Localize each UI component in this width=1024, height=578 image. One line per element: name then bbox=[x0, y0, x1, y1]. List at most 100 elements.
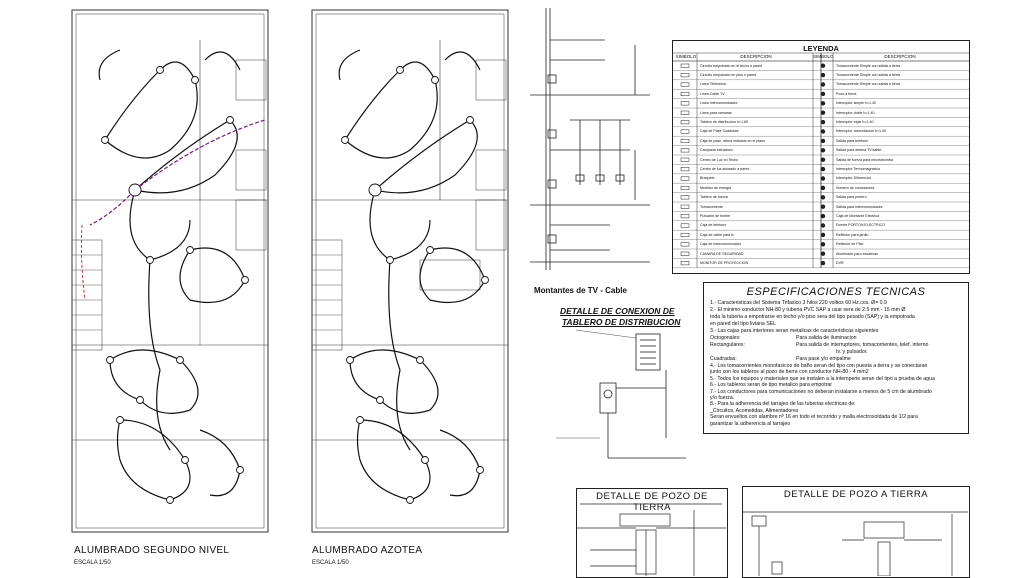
legend-symbol-icon bbox=[680, 157, 690, 162]
legend-symbol-icon bbox=[820, 242, 826, 247]
legend-grid bbox=[673, 52, 969, 268]
legend-row-description: Centro de Luz en Techo bbox=[700, 157, 739, 162]
legend-row-description: Caja de intercomunicador bbox=[700, 242, 741, 247]
legend-symbol-icon bbox=[680, 167, 690, 172]
plan-scale-segundo-nivel: ESCALA 1/50 bbox=[74, 560, 111, 566]
legend-symbol-icon bbox=[680, 63, 690, 68]
legend-row-description: Medidor de energia bbox=[700, 185, 731, 190]
tablero-detail-drawing bbox=[556, 329, 686, 459]
legend-header-description-2: DESCRIPCION bbox=[884, 54, 916, 59]
legend-symbol-icon bbox=[680, 214, 690, 219]
legend-symbol-icon bbox=[820, 101, 826, 106]
legend-symbol-icon bbox=[820, 138, 826, 144]
legend-row-description: Tomacorriente bbox=[700, 204, 723, 209]
spec-line: 8.- Para la adherencia del tarrajeo de l… bbox=[710, 401, 856, 408]
legend-symbol-icon bbox=[680, 204, 690, 209]
pozo-tierra-drawing-1 bbox=[576, 503, 726, 576]
legend-row-description: Linea Telefonica bbox=[700, 82, 726, 87]
legend-symbol-icon bbox=[680, 261, 690, 266]
legend-symbol-icon bbox=[680, 120, 690, 125]
legend-title: LEYENDA bbox=[803, 44, 839, 53]
legend-row-description: Salida para intercomunicador bbox=[836, 204, 883, 209]
legend-symbol-icon bbox=[680, 82, 690, 87]
legend-row-description: Alumbrado para escaleras bbox=[836, 251, 878, 256]
legend-row-description: MONITOR DE PROYECCION bbox=[700, 260, 749, 265]
legend-row-description: Tablero de fuerza bbox=[700, 195, 728, 200]
legend-row-description: Salida de fuerza para electrobomba bbox=[836, 157, 893, 162]
legend-row-description: Salida para antena TV/cable bbox=[836, 148, 882, 153]
tv-cable-riser-diagram bbox=[530, 8, 650, 270]
legend-symbol-icon bbox=[680, 251, 690, 256]
legend-symbol-icon bbox=[820, 166, 826, 172]
legend-row-description: Braquete bbox=[700, 176, 715, 181]
legend-symbol-icon bbox=[680, 242, 690, 247]
spec-line: 2.- El minimo conductor NH-80 y tuberia … bbox=[710, 307, 906, 313]
legend-header-description-1: DESCRIPCION bbox=[740, 54, 772, 59]
legend-symbol-icon bbox=[680, 110, 690, 115]
spec-line: toda la tuberia a empotrarse en techo y/… bbox=[710, 314, 915, 320]
legend-row-description: Interruptor conmutacion h=1.40 bbox=[836, 129, 887, 134]
legend-row-description: Salida para portero bbox=[836, 195, 867, 200]
legend-symbol-icon bbox=[820, 82, 826, 87]
plan-title-azotea: ALUMBRADO AZOTEA bbox=[312, 545, 423, 556]
legend-row-description: Numero de conductores bbox=[836, 185, 875, 190]
legend-row-description: Linea para camaras bbox=[700, 110, 732, 115]
legend-row-description: Caja de Montante Electrica bbox=[836, 213, 880, 218]
legend-symbol-icon bbox=[820, 119, 826, 125]
legend-symbol-icon bbox=[820, 213, 826, 219]
legend-symbol-icon bbox=[820, 91, 826, 97]
spec-octogonales-label: Octogonales: bbox=[710, 335, 741, 341]
legend-symbol-icon bbox=[820, 72, 826, 78]
legend-row-description: Caja de cable para tv bbox=[700, 232, 734, 237]
pozo-tierra-title-2: DETALLE DE POZO A TIERRA bbox=[783, 489, 929, 500]
legend-row-description: Linea Intercomunicador bbox=[700, 101, 738, 106]
legend-symbol-icon bbox=[820, 63, 826, 68]
legend-symbol-icon bbox=[680, 232, 690, 237]
legend-symbol-icon bbox=[680, 138, 690, 143]
legend-symbol-icon bbox=[680, 101, 690, 106]
legend-row-description: Tomacorriente Simple con salida a tierra bbox=[836, 63, 901, 68]
legend-symbol-icon bbox=[680, 176, 690, 181]
specifications-title: ESPECIFICACIONES TECNICAS bbox=[746, 286, 926, 298]
spec-octogonales-value: Para salida de iluminacion bbox=[796, 335, 857, 341]
spec-cuadradas-label: Cuadradas: bbox=[710, 356, 737, 362]
spec-line: en pared del tipo liviana SEL bbox=[710, 321, 777, 327]
plan-scale-azotea: ESCALA 1/50 bbox=[312, 560, 349, 566]
legend-symbol-icon bbox=[820, 110, 826, 115]
legend-row-description: Caja de pase, altura indicada en el plan… bbox=[700, 138, 766, 143]
spec-line: 4.- Los tomacorrientes monofasicos de ba… bbox=[710, 363, 928, 369]
legend-row-description: Centro de luz adosado a pared bbox=[700, 166, 750, 171]
spec-line: 1.- Caracteristicas del Sistema Trifasic… bbox=[710, 300, 887, 306]
spec-line: 6.- Los tableros seran de tipo metalico … bbox=[710, 382, 832, 389]
legend-row-description: Tomacorriente Simple con salida a tierra bbox=[836, 72, 901, 77]
legend-row-description: Interruptor simple h=1.40 bbox=[836, 101, 877, 106]
legend-symbol-icon bbox=[820, 223, 826, 228]
spec-line: junto con los tableros al pozo de tierra… bbox=[710, 369, 869, 376]
plan-title-segundo-nivel: ALUMBRADO SEGUNDO NIVEL bbox=[74, 545, 230, 556]
legend-row-description: CAMARA DE SEGURIDAD bbox=[700, 251, 744, 256]
legend-row-description: Tablero de distribucion h=1.80 bbox=[700, 119, 749, 124]
legend-row-description: Pozo a tierra bbox=[836, 91, 857, 96]
legend-symbol-icon bbox=[820, 260, 826, 266]
legend-row-description: Caja de Pase Cuadrada bbox=[700, 129, 739, 134]
legend-row-description: Interruptor doble h=1.40 bbox=[836, 110, 875, 115]
legend-symbol-icon bbox=[680, 148, 690, 153]
legend-row-description: Reflector para jardin bbox=[836, 232, 869, 237]
legend-row-description: Campana extractora bbox=[700, 148, 733, 153]
legend-symbol-icon bbox=[820, 232, 826, 238]
legend-row-description: Pulsador de timbre bbox=[700, 213, 731, 218]
legend-symbol-icon bbox=[680, 73, 690, 78]
legend-row-description: Reflector de Piso bbox=[836, 242, 864, 247]
legend-symbol-icon bbox=[820, 251, 826, 256]
riser-title: Montantes de TV - Cable bbox=[534, 286, 627, 295]
spec-rectangulares-value-1: Para salida de interruptores, tomacorrie… bbox=[796, 342, 929, 348]
spec-line: 5.- Todos los equipos y materiales que s… bbox=[710, 375, 935, 382]
legend-row-description: Interruptor triple h=1.40 bbox=[836, 119, 874, 124]
legend-symbol-icon bbox=[680, 91, 690, 96]
legend-row-description: Interruptor Termomagnetico bbox=[836, 166, 881, 171]
spec-line: garantizar la adherencia al tarrajeo bbox=[710, 420, 791, 427]
legend-row-description: Linea Cable TV bbox=[700, 91, 725, 96]
legend-symbol-icon bbox=[820, 129, 826, 134]
spec-rectangulares-label: Rectangulares: bbox=[710, 342, 745, 348]
